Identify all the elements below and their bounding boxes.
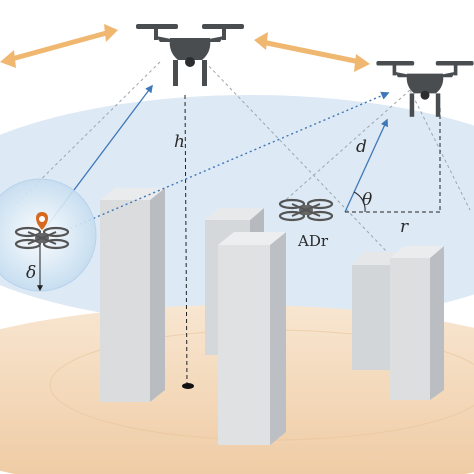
ray-d [344,118,388,213]
label-adr: ADr [297,232,329,250]
building-right-front [390,246,444,400]
height-line [184,94,188,386]
double-arrow-icon [254,32,370,72]
user-bubble [0,178,97,292]
building-center-front [218,232,286,445]
ray-user-to-right-drone [51,91,390,237]
ground-point-icon [182,383,194,389]
theta-arc [353,191,366,213]
label-r: r [400,217,409,237]
double-arrow-icon [0,24,118,68]
label-delta: δ [26,263,36,283]
label-h: h [174,132,185,152]
label-d: d [356,137,367,157]
location-marker-icon [36,212,48,230]
building-left [100,188,165,402]
label-theta: θ [362,190,372,210]
